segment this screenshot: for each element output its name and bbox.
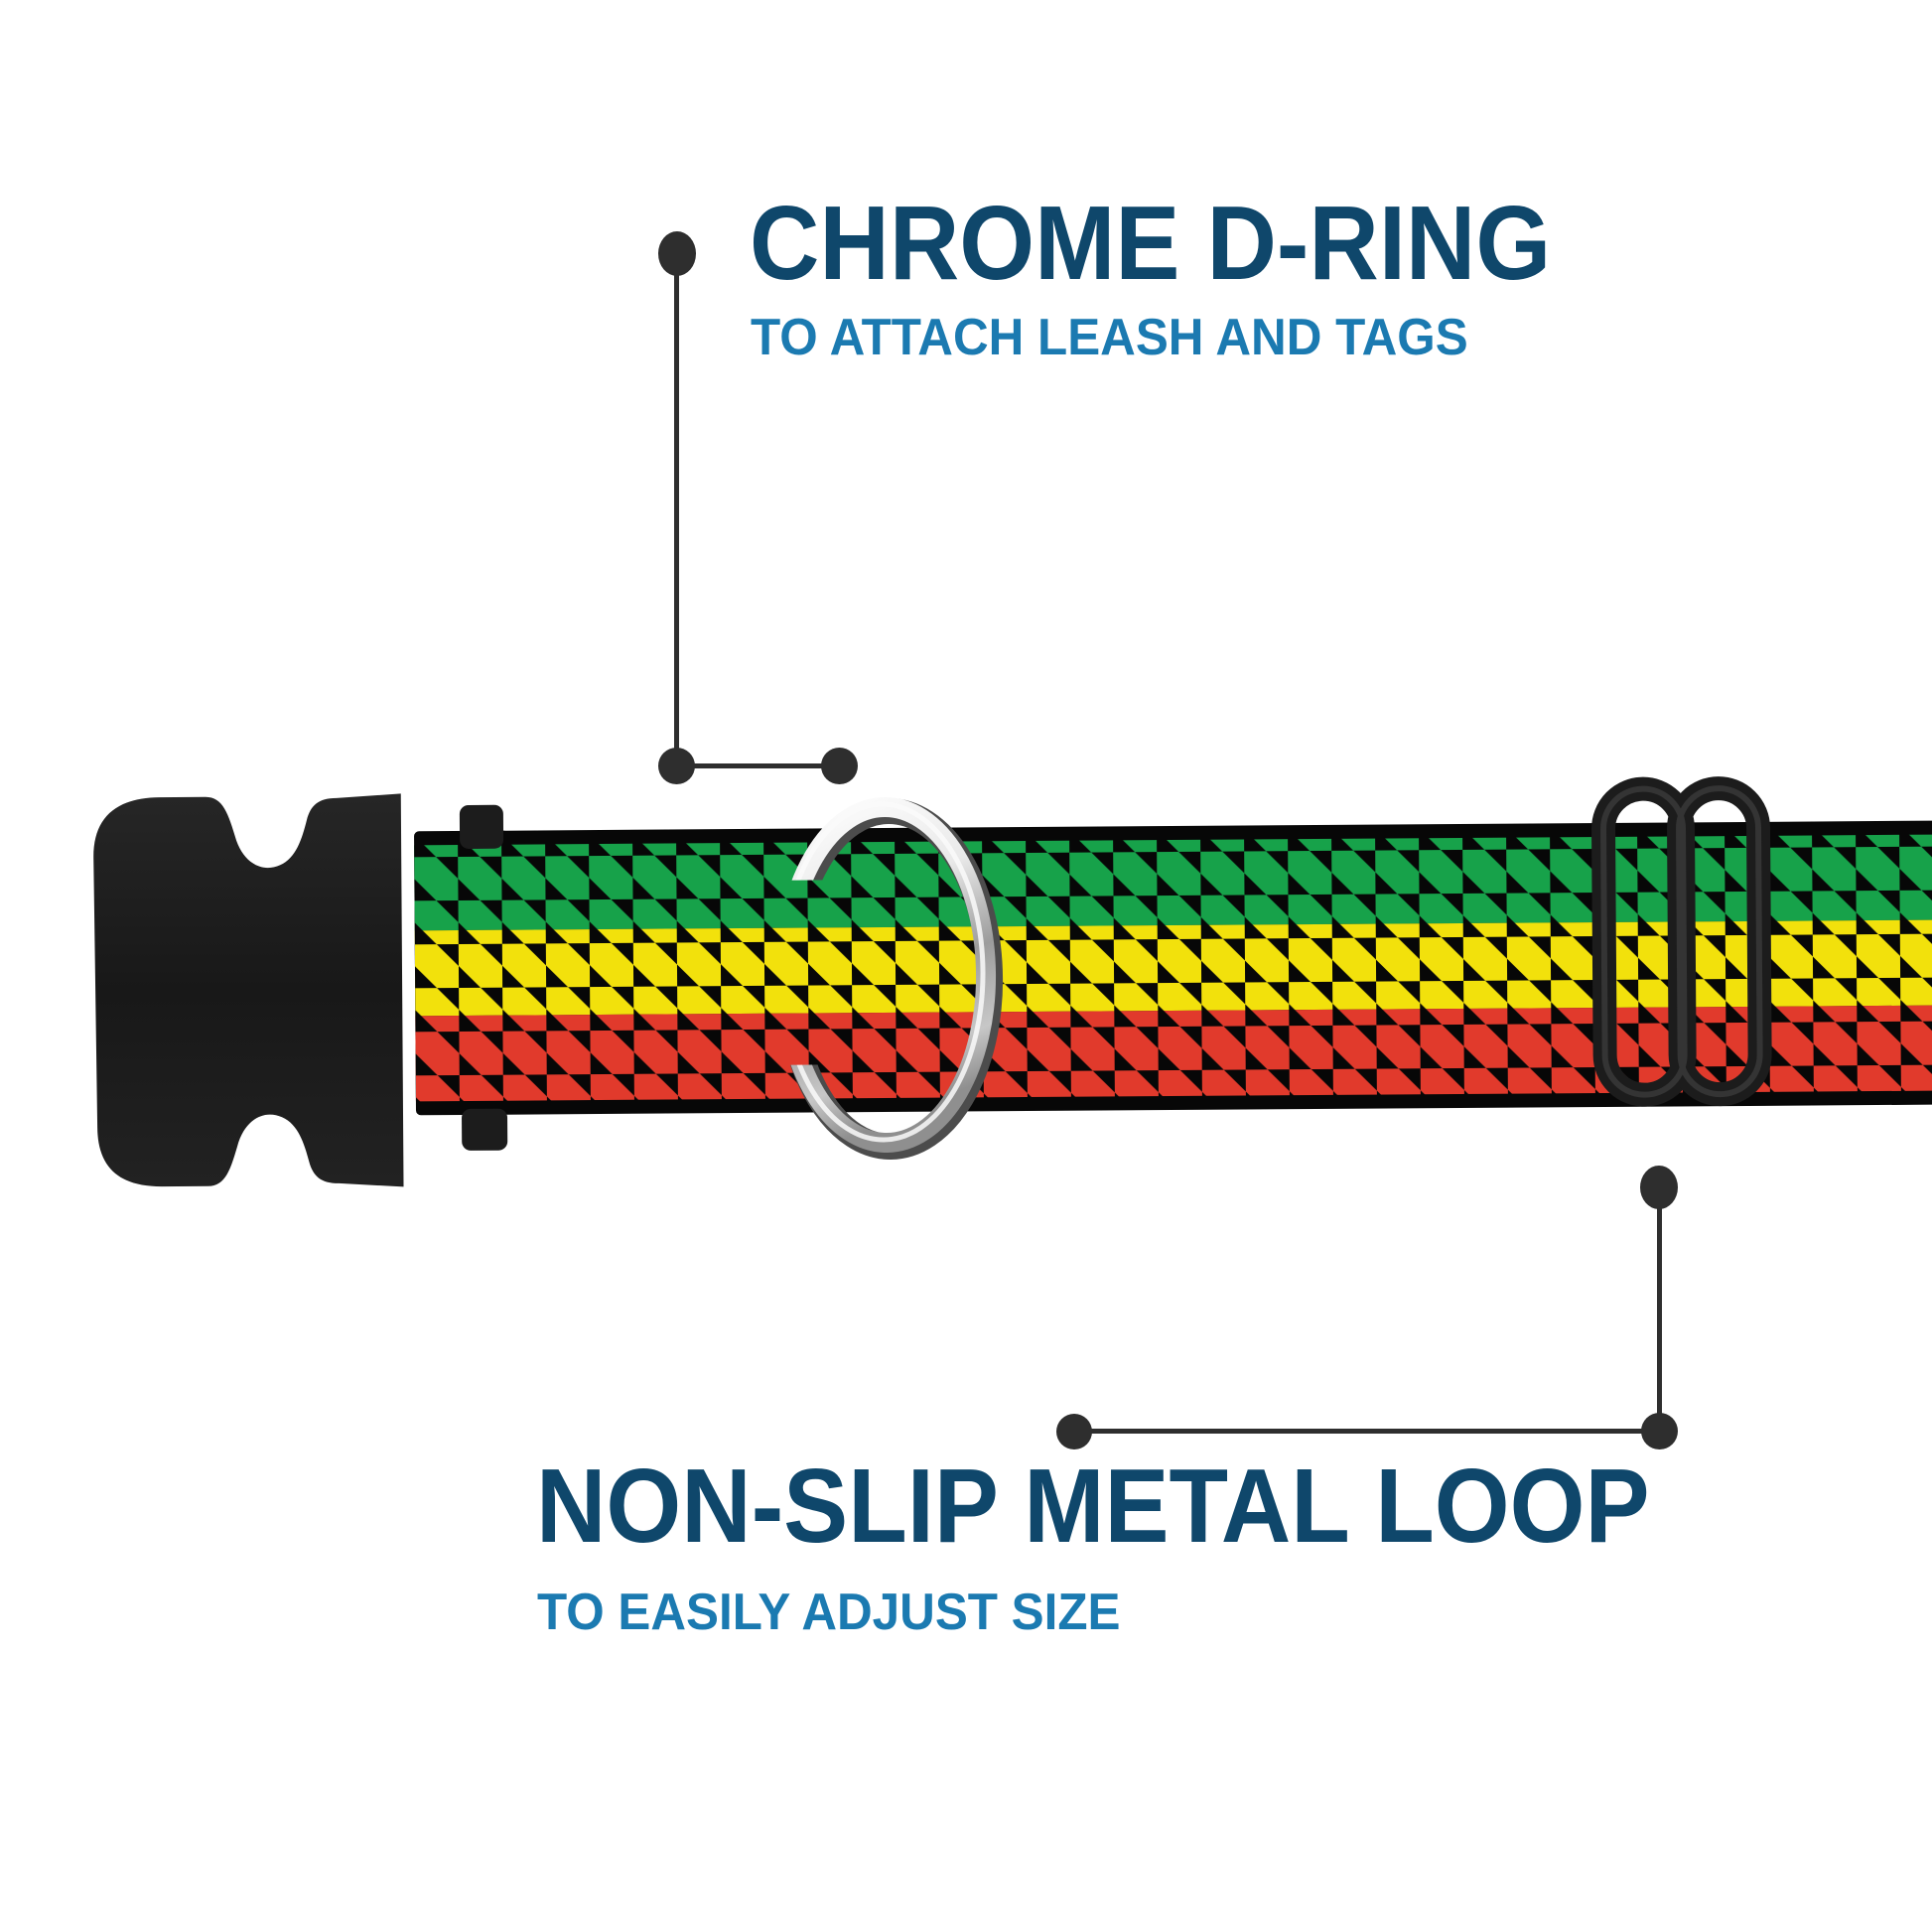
collar-webbing <box>414 820 1932 1116</box>
buckle-top-tab <box>459 804 504 849</box>
callout-dot-icon <box>821 748 858 784</box>
houndstooth-band-green <box>414 834 1932 931</box>
callout-line <box>676 763 839 768</box>
buckle-body <box>93 793 404 1187</box>
callout-line <box>674 260 679 765</box>
houndstooth-band-yellow <box>414 919 1932 1017</box>
chrome-d-ring <box>775 797 1004 1160</box>
callout-line <box>1657 1197 1662 1431</box>
callout-dot-icon <box>1056 1414 1092 1449</box>
tri-glide-slider <box>1591 776 1772 1107</box>
metal-loop-subtitle: TO EASILY ADJUST SIZE <box>537 1584 1121 1641</box>
metal-loop-title: NON-SLIP METAL LOOP <box>536 1448 1650 1565</box>
buckle-bottom-tab <box>462 1108 508 1151</box>
buckle <box>93 793 508 1187</box>
d-ring-subtitle: TO ATTACH LEASH AND TAGS <box>751 309 1468 366</box>
d-ring-title: CHROME D-RING <box>750 185 1552 302</box>
callout-line <box>1074 1429 1660 1434</box>
